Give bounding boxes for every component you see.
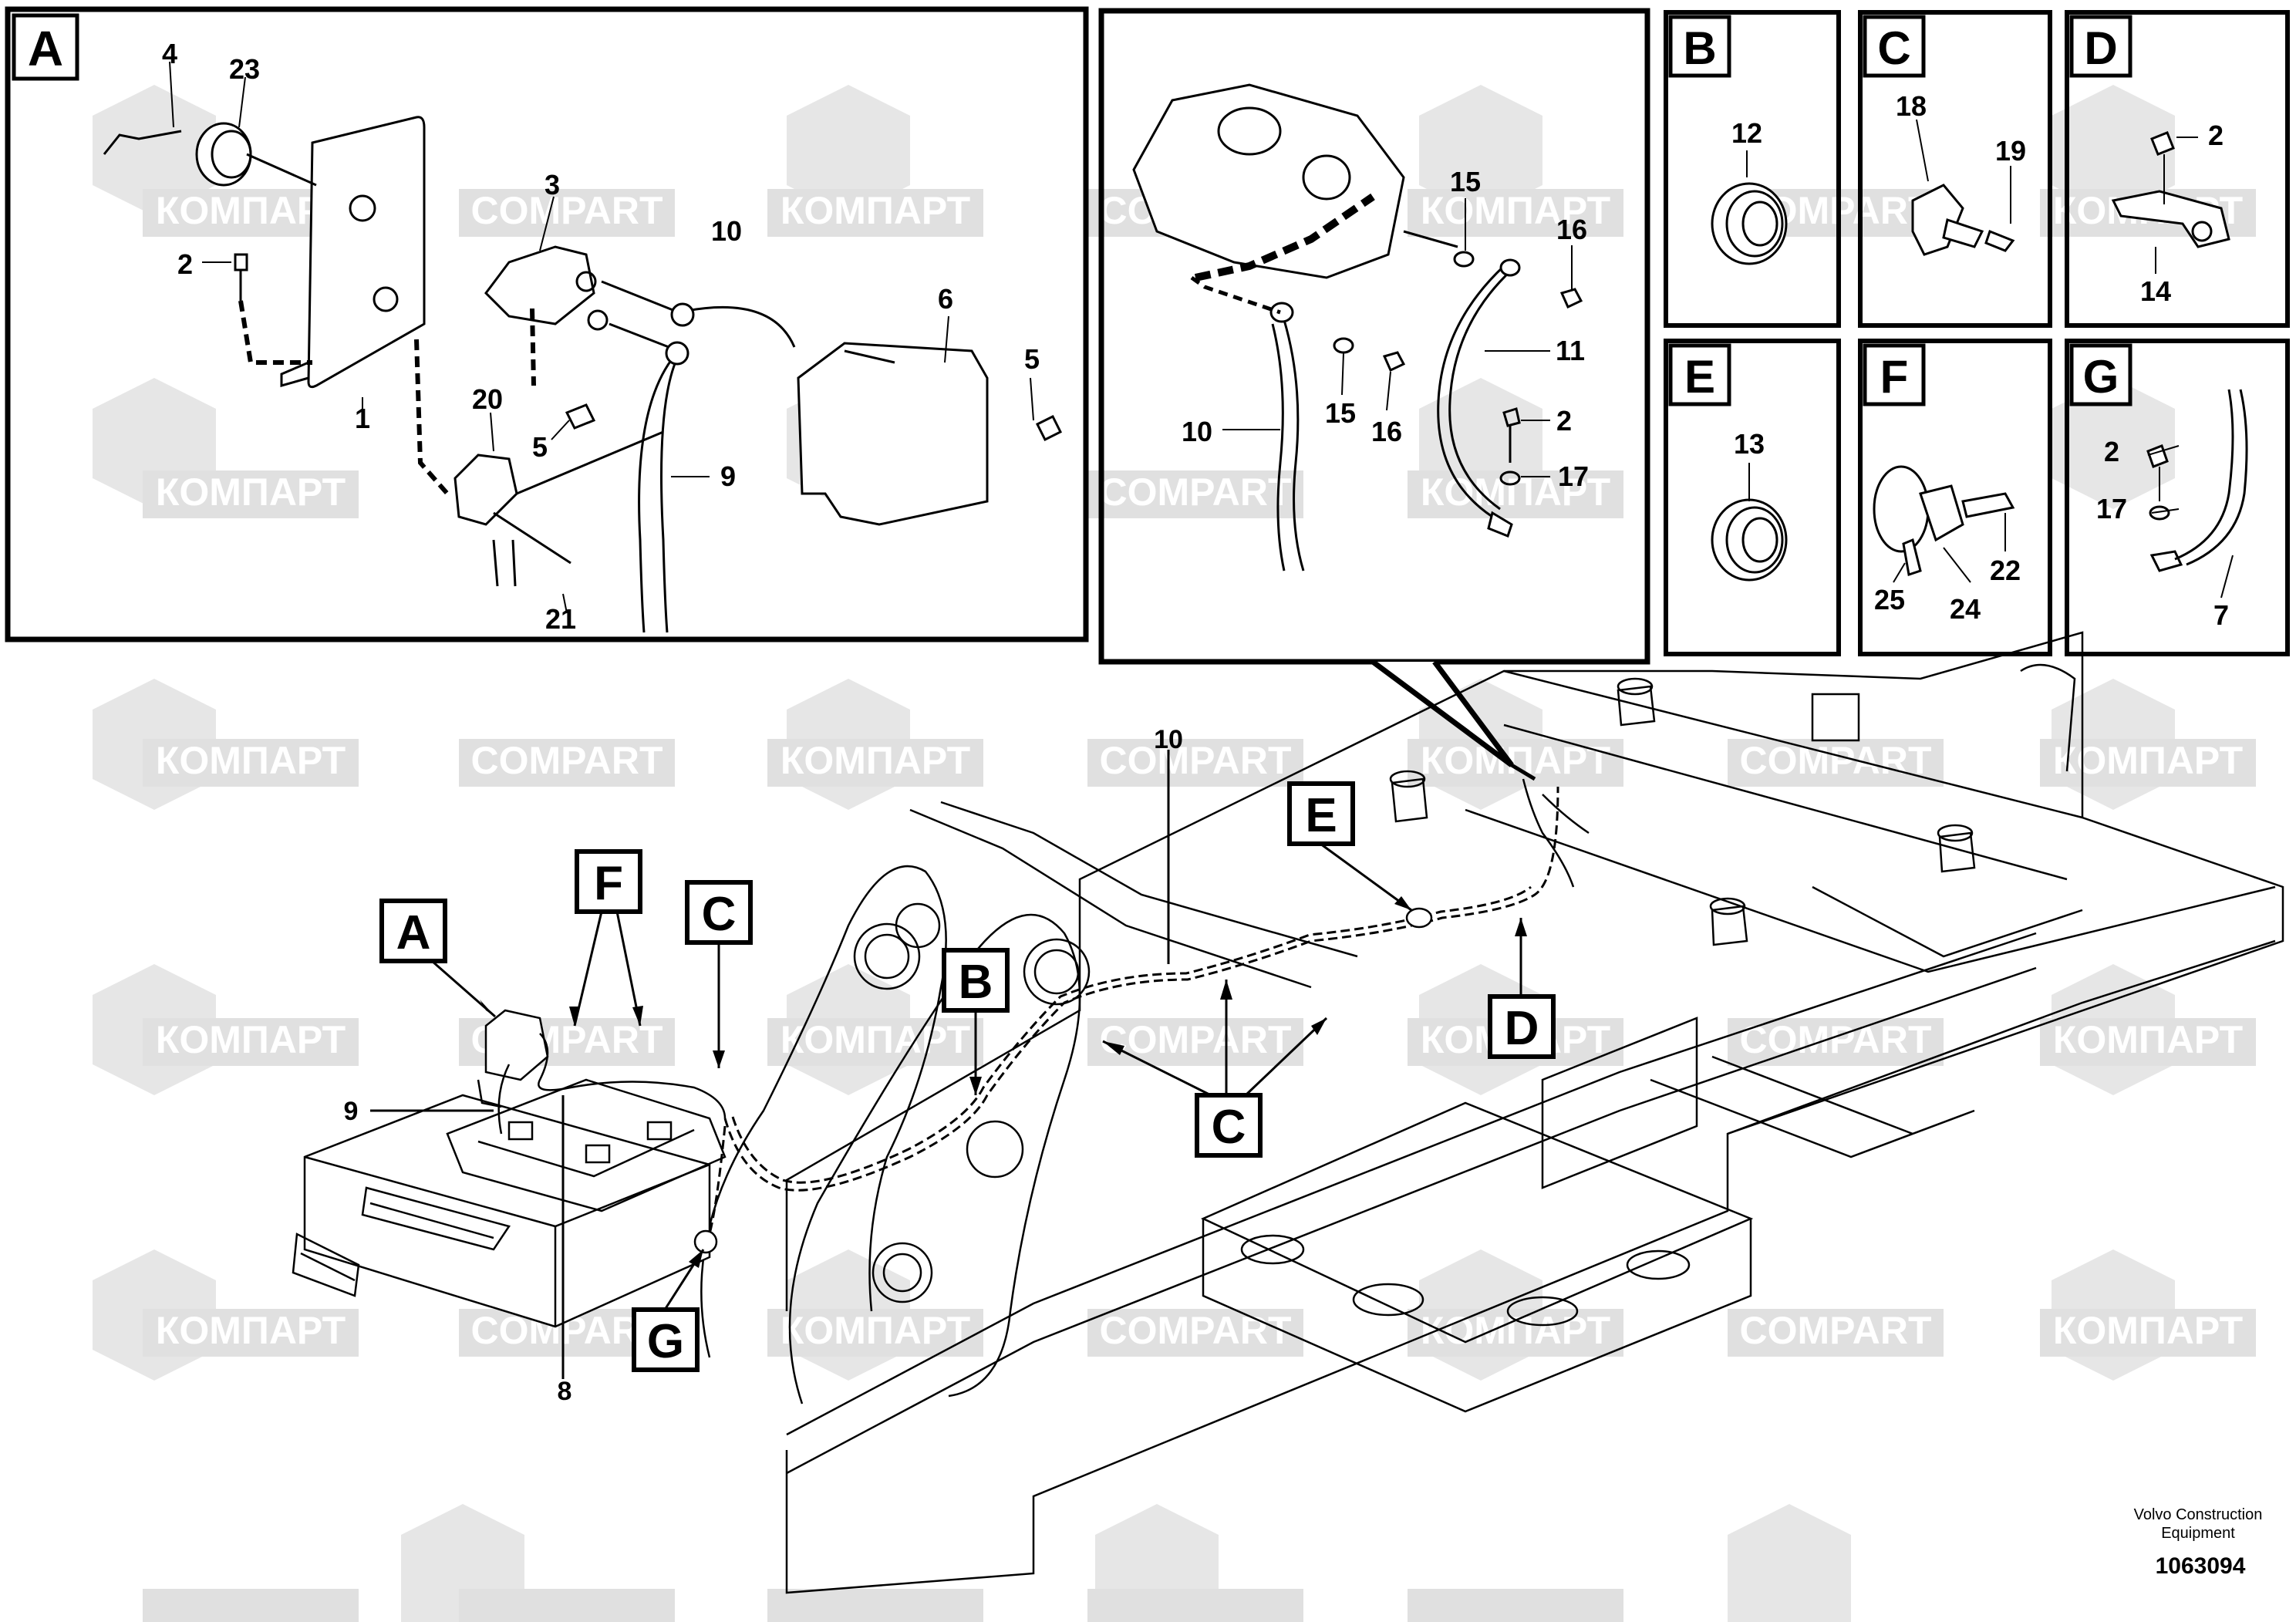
footer-company-line1: Volvo Construction (2134, 1506, 2263, 1523)
small-panel-letter-boxes (1668, 15, 2132, 406)
part-label-f-1: 24 (1950, 593, 1981, 625)
part-label-starter-1: 16 (1556, 214, 1587, 245)
part-label-g-2: 7 (2213, 599, 2229, 631)
watermark-text: КОМПАРТ (1421, 189, 1610, 232)
watermark-text: COMPART (1739, 739, 1931, 782)
overview-callout-0: A (396, 906, 431, 959)
watermark-text: КОМПАРТ (2053, 1309, 2243, 1352)
part-label-a-1: 23 (229, 53, 260, 85)
overview-callout-7: G (647, 1315, 684, 1368)
watermark-text: КОМПАРТ (781, 1018, 970, 1061)
part-label-starter-2: 11 (1556, 335, 1585, 366)
overview-callout-3: B (959, 956, 993, 1009)
watermark-text: COMPART (1099, 1309, 1291, 1352)
overview-callout-boxes (379, 781, 1556, 1372)
part-label-b-0: 12 (1731, 117, 1762, 149)
watermark-text: COMPART (470, 189, 663, 232)
detail-panel-starter (1098, 8, 1650, 781)
watermark-text: COMPART (1739, 1018, 1931, 1061)
part-label-a-0: 4 (162, 38, 177, 69)
watermark-text: COMPART (470, 739, 663, 782)
overview-number-1: 10 (1154, 725, 1183, 754)
panel-letter-g: G (2083, 351, 2119, 403)
part-label-a-11: 21 (545, 603, 576, 635)
part-label-a-6: 5 (1024, 343, 1040, 375)
panel-letter-a: A (28, 21, 63, 76)
panel-letter-c: C (1877, 22, 1910, 74)
overview-callout-2: C (702, 888, 737, 941)
watermark-text: КОМПАРТ (1421, 739, 1610, 782)
overview-number-2: 8 (558, 1377, 572, 1406)
small-panel-parts (1711, 119, 2248, 599)
part-label-starter-5: 16 (1371, 416, 1402, 447)
overview-callout-4: E (1305, 789, 1337, 842)
part-label-d-1: 14 (2140, 275, 2171, 307)
overview-number-0: 9 (344, 1097, 359, 1126)
part-label-g-0: 2 (2104, 436, 2119, 467)
watermark-text: КОМПАРТ (156, 470, 346, 514)
part-label-a-2: 3 (544, 169, 560, 201)
part-label-starter-4: 15 (1325, 397, 1356, 429)
footer-company-line2: Equipment (2161, 1525, 2235, 1542)
panel-letter-d: D (2084, 22, 2117, 74)
watermark-text: КОМПАРТ (156, 1018, 346, 1061)
panel-letter-b: B (1683, 22, 1716, 74)
part-label-a-3: 10 (711, 215, 742, 247)
watermark-text: КОМПАРТ (781, 189, 970, 232)
part-label-f-0: 25 (1874, 584, 1905, 615)
panel-letter-f: F (1880, 351, 1909, 403)
part-label-starter-7: 17 (1558, 460, 1589, 492)
watermark-text: КОМПАРТ (2053, 739, 2243, 782)
overview-machine-frame (292, 631, 2284, 1594)
part-label-a-9: 5 (532, 431, 548, 463)
part-label-starter-3: 10 (1182, 416, 1212, 447)
part-label-a-7: 20 (472, 383, 503, 415)
part-label-a-5: 6 (938, 283, 953, 315)
part-label-f-2: 22 (1990, 555, 2021, 586)
overview-callout-1: F (594, 857, 623, 910)
overview-callout-5: D (1505, 1002, 1539, 1055)
detail-panels-small (1664, 10, 2290, 656)
detail-panel-a (5, 6, 1089, 642)
watermark-text: КОМПАРТ (781, 739, 970, 782)
watermark-text: КОМПАРТ (1421, 1309, 1610, 1352)
part-label-c-1: 19 (1995, 135, 2026, 167)
watermark-text: КОМПАРТ (781, 1309, 970, 1352)
part-label-g-1: 17 (2096, 493, 2127, 524)
part-label-a-4: 2 (177, 248, 193, 280)
watermark-text: COMPART (1739, 1309, 1931, 1352)
part-label-c-0: 18 (1896, 90, 1927, 122)
part-label-a-8: 1 (355, 403, 370, 434)
overview-callout-leaders (370, 750, 1522, 1379)
part-label-a-10: 9 (720, 460, 736, 492)
watermark-text: COMPART (1099, 1018, 1291, 1061)
overview-callout-6: C (1212, 1101, 1246, 1154)
drawing-number: 1063094 (2156, 1553, 2246, 1579)
part-label-e-0: 13 (1734, 428, 1765, 460)
watermark-text: КОМПАРТ (156, 1309, 346, 1352)
watermark-text: КОМПАРТ (1421, 470, 1610, 514)
watermark-text: COMPART (1099, 470, 1291, 514)
part-label-starter-0: 15 (1450, 166, 1481, 197)
part-label-d-0: 2 (2208, 120, 2224, 151)
watermark-text: COMPART (1099, 739, 1291, 782)
watermark-text: КОМПАРТ (156, 739, 346, 782)
part-label-starter-6: 2 (1556, 405, 1572, 437)
watermark-text: КОМПАРТ (2053, 1018, 2243, 1061)
overview-arrowheads (480, 896, 1527, 1268)
panel-letter-e: E (1684, 351, 1715, 403)
